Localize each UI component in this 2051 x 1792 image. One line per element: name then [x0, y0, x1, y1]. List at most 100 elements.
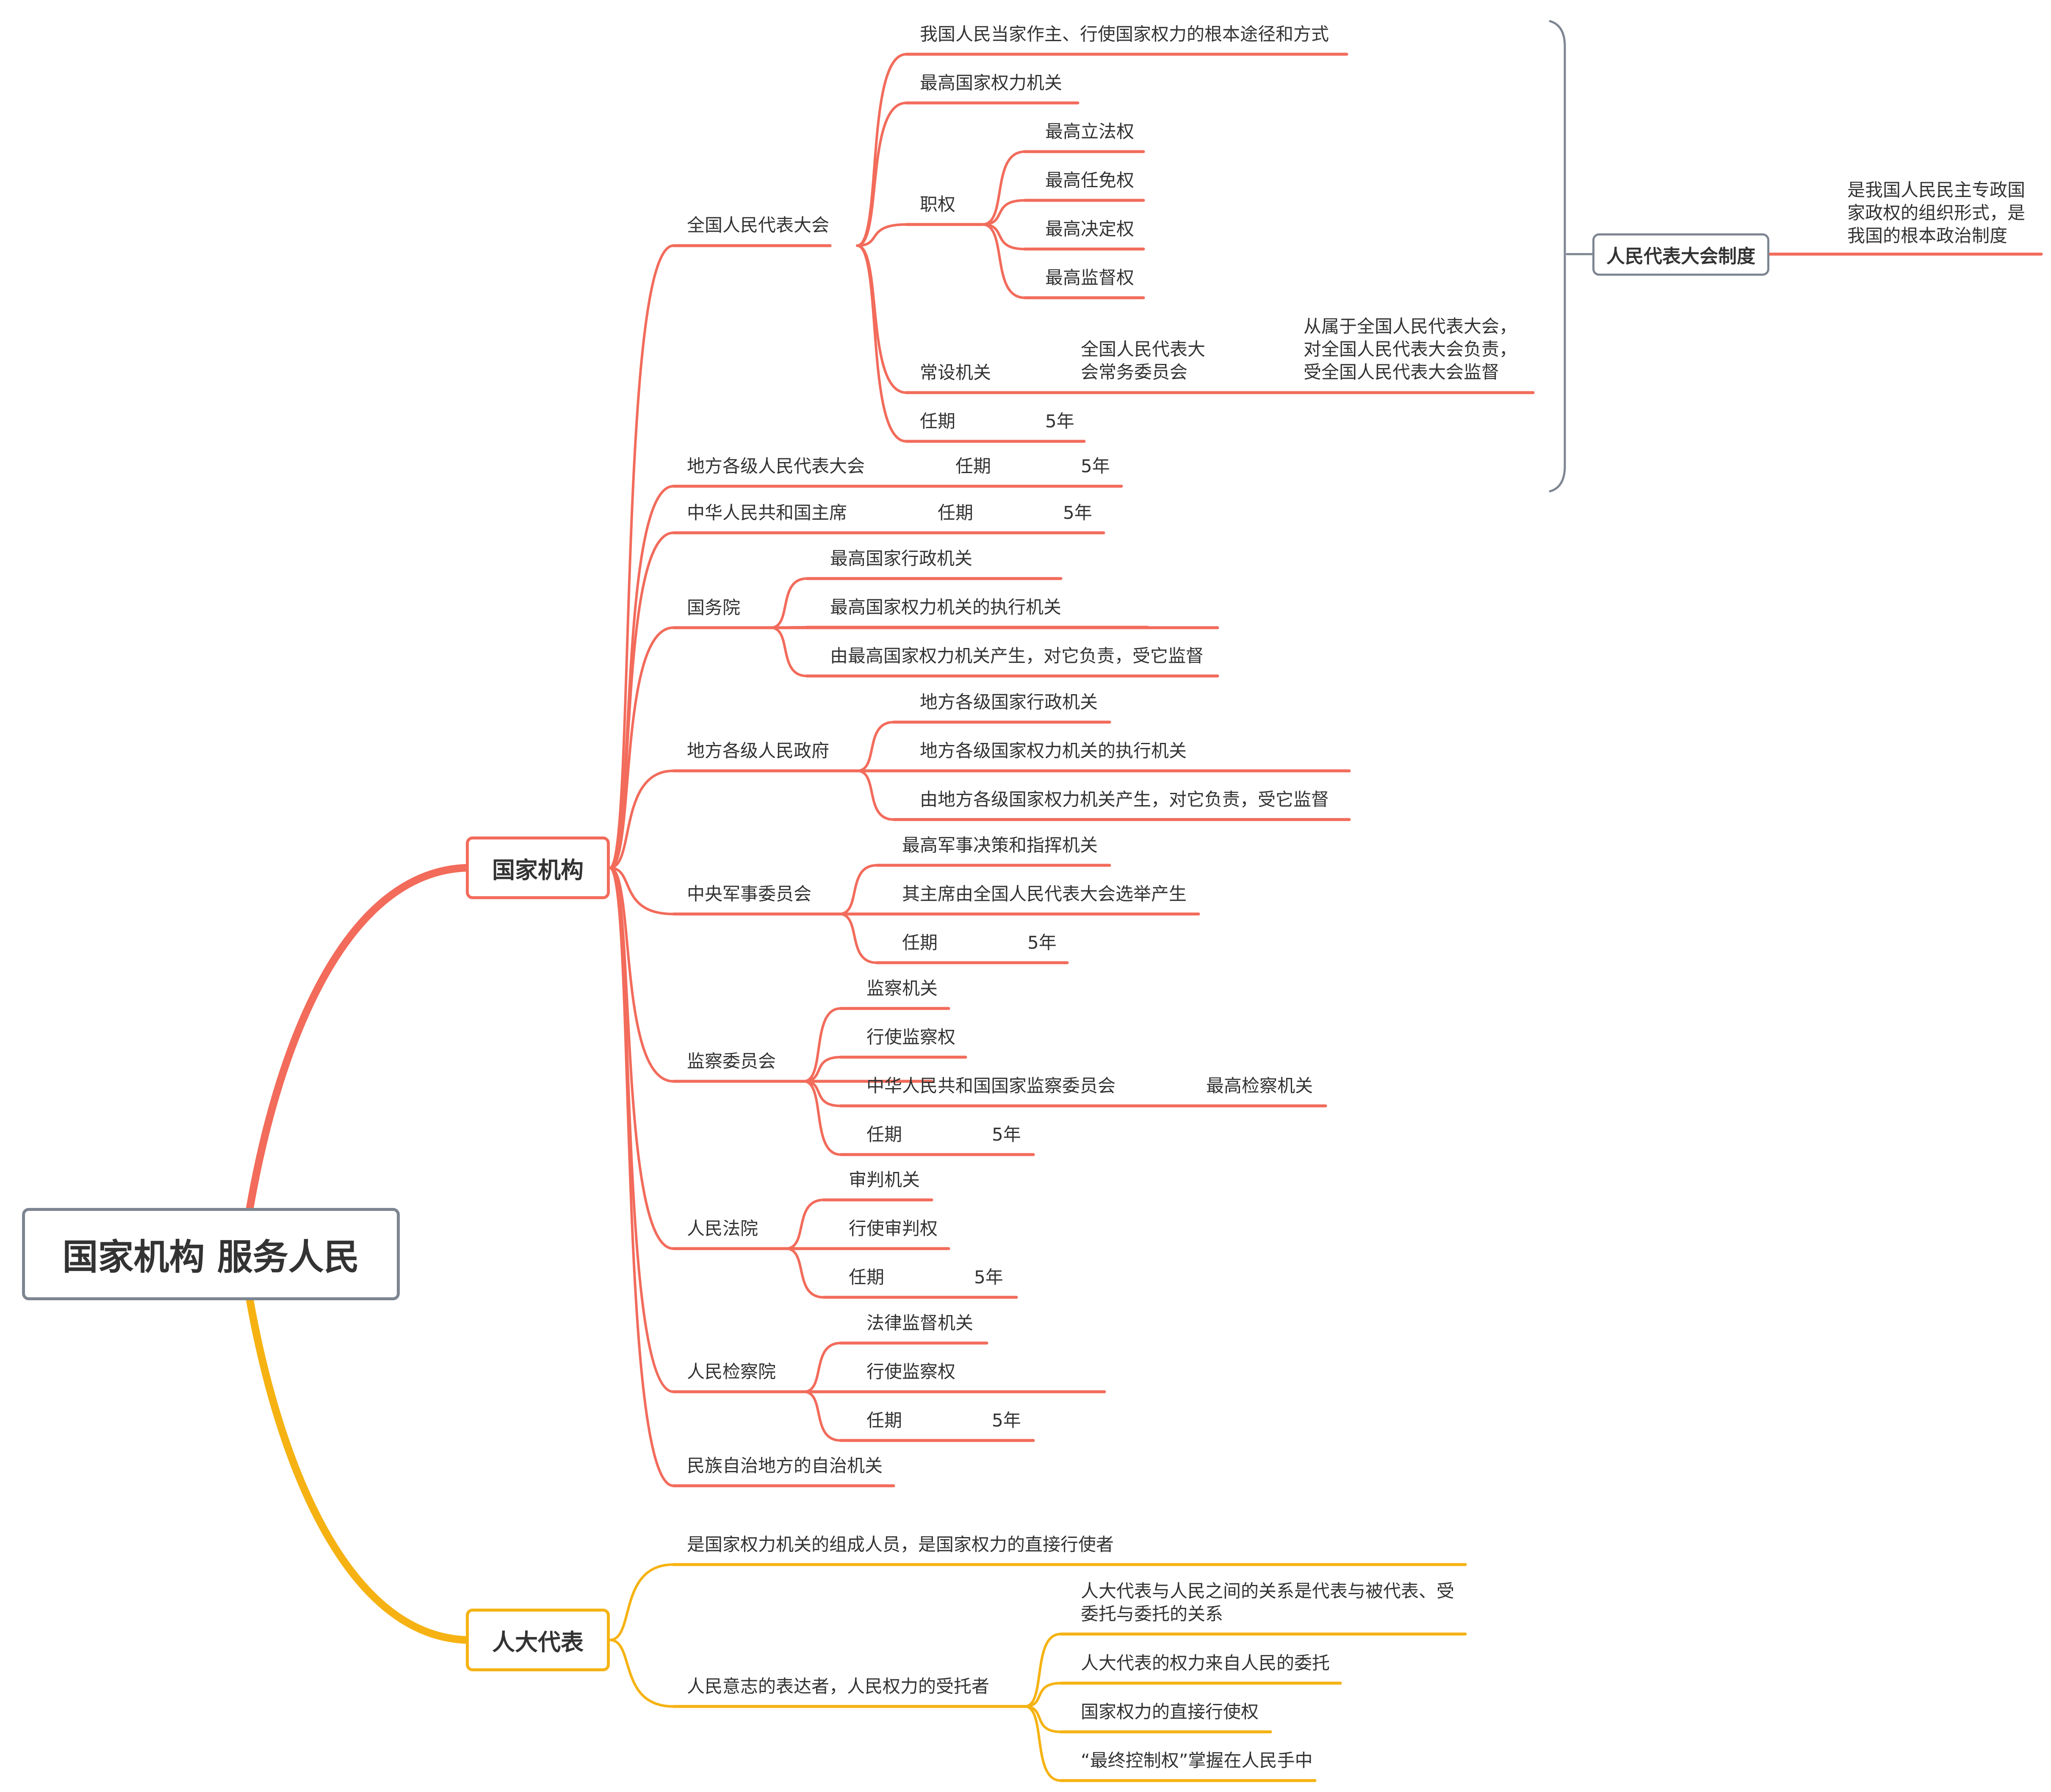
topic-deputies-sub-1-line-2[interactable]: 委托与委托的关系 [1081, 1604, 1223, 1624]
topic-president[interactable]: 中华人民共和国主席 [687, 502, 847, 523]
powers-child-connector-3 [981, 223, 1026, 299]
topic-local-npc-term-value[interactable]: 5年 [1081, 456, 1110, 476]
root-topic[interactable]: 国家机构 服务人民 [22, 1208, 400, 1300]
topic-system-desc-line-2[interactable]: 家政权的组织形式，是 [1847, 202, 2026, 223]
topic-npc-item-1[interactable]: 我国人民当家作主、行使国家权力的根本途径和方式 [920, 24, 1329, 44]
topic-power-supervision[interactable]: 最高监督权 [1045, 267, 1135, 288]
supervision-child-connector-0 [803, 1007, 842, 1083]
topic-power-appointment[interactable]: 最高任免权 [1045, 170, 1135, 191]
topic-court[interactable]: 人民法院 [687, 1218, 758, 1239]
topic-autonomous[interactable]: 民族自治地方的自治机关 [687, 1455, 883, 1476]
topic-cmc-term[interactable]: 任期 [902, 932, 938, 953]
deputies-sub-connector-0 [1024, 1633, 1062, 1708]
deputies-sub-connector-2 [1024, 1705, 1062, 1733]
topic-npc-item-2[interactable]: 最高国家权力机关 [920, 72, 1063, 93]
topic-deputies-sub-2[interactable]: 人大代表的权力来自人民的委托 [1081, 1653, 1330, 1673]
topic-local-npc-term[interactable]: 任期 [955, 456, 991, 476]
court-child-connector-0 [785, 1199, 825, 1250]
topic-procuratorate-term-value[interactable]: 5年 [992, 1410, 1021, 1431]
deputies-child-connector-0 [609, 1563, 675, 1641]
state-council-child-connector-1 [769, 626, 808, 629]
topic-cmc-item-1[interactable]: 最高军事决策和指挥机关 [902, 835, 1098, 856]
topic-npc-term-value[interactable]: 5年 [1045, 411, 1074, 432]
topic-standing-desc-line-1[interactable]: 从属于全国人民代表大会， [1304, 316, 1517, 337]
root-to-organs-connector [246, 864, 470, 1212]
npc-system-bracket [1549, 20, 1566, 493]
topic-deputies-sub-1-line-1[interactable]: 人大代表与人民之间的关系是代表与被代表、受 [1081, 1581, 1455, 1601]
topic-npc-powers[interactable]: 职权 [920, 194, 956, 215]
topic-procuratorate-item-2[interactable]: 行使监察权 [866, 1361, 956, 1382]
topic-state-council-item-2[interactable]: 最高国家权力机关的执行机关 [830, 597, 1062, 618]
topic-cmc[interactable]: 中央军事委员会 [687, 884, 812, 904]
topic-supervision[interactable]: 监察委员会 [687, 1051, 776, 1072]
topic-system-desc-line-1[interactable]: 是我国人民民主专政国 [1847, 180, 2026, 200]
topic-standing-desc-line-3[interactable]: 受全国人民代表大会监督 [1304, 362, 1500, 382]
local-gov-child-connector-2 [856, 770, 895, 821]
topic-deputies-item-2[interactable]: 人民意志的表达者，人民权力的受托者 [687, 1676, 990, 1697]
organs-child-connector-6 [609, 867, 675, 1083]
organs-child-connector-9 [609, 867, 675, 1487]
topic-cmc-item-2[interactable]: 其主席由全国人民代表大会选举产生 [902, 884, 1187, 904]
state-council-child-connector-2 [769, 626, 808, 677]
npc-child-connector-3 [856, 244, 908, 394]
topic-procuratorate-term[interactable]: 任期 [866, 1410, 902, 1431]
topic-supervision-term[interactable]: 任期 [866, 1124, 902, 1145]
topic-local-gov[interactable]: 地方各级人民政府 [687, 740, 830, 761]
topic-supervision-national[interactable]: 中华人民共和国国家监察委员会 [866, 1075, 1116, 1096]
topic-deputies-item-1[interactable]: 是国家权力机关的组成人员，是国家权力的直接行使者 [687, 1534, 1114, 1555]
topic-procuratorate-item-1[interactable]: 法律监督机关 [866, 1313, 974, 1333]
topic-president-term-value[interactable]: 5年 [1063, 502, 1092, 523]
npc-child-connector-0 [856, 53, 908, 247]
cmc-child-connector-0 [838, 864, 878, 915]
organs-child-connector-0 [609, 244, 675, 869]
powers-child-connector-2 [981, 223, 1026, 250]
supervision-child-connector-3 [803, 1080, 842, 1156]
procuratorate-child-connector-0 [803, 1342, 842, 1393]
topic-local-gov-item-2[interactable]: 地方各级国家权力机关的执行机关 [920, 740, 1187, 761]
topic-standing-name-line-2[interactable]: 会常务委员会 [1081, 362, 1188, 382]
topic-supervision-item-1[interactable]: 监察机关 [866, 978, 938, 999]
topic-court-item-2[interactable]: 行使审判权 [849, 1218, 938, 1239]
topic-court-item-1[interactable]: 审判机关 [849, 1169, 920, 1190]
topic-president-term[interactable]: 任期 [938, 502, 974, 523]
npc-child-connector-1 [856, 102, 908, 247]
topic-supervision-item-2[interactable]: 行使监察权 [866, 1027, 956, 1047]
branch-topic-deputies[interactable]: 人大代表 [466, 1609, 610, 1671]
deputies-child-connector-1 [609, 1639, 675, 1708]
topic-npc-system[interactable]: 人民代表大会制度 [1592, 233, 1769, 276]
court-child-connector-2 [785, 1247, 825, 1299]
deputies-sub-connector-1 [1024, 1682, 1062, 1708]
topic-court-term[interactable]: 任期 [849, 1267, 885, 1288]
topic-deputies-sub-3[interactable]: 国家权力的直接行使权 [1081, 1701, 1259, 1722]
state-council-child-connector-0 [769, 577, 808, 629]
topic-supervision-national-desc[interactable]: 最高检察机关 [1206, 1075, 1313, 1096]
topic-standing-name-line-1[interactable]: 全国人民代表大 [1081, 339, 1206, 360]
topic-court-term-value[interactable]: 5年 [974, 1267, 1003, 1288]
topic-standing-desc-line-2[interactable]: 对全国人民代表大会负责， [1304, 339, 1517, 360]
supervision-child-connector-2 [803, 1080, 842, 1107]
topic-state-council-item-1[interactable]: 最高国家行政机关 [830, 548, 973, 569]
topic-local-gov-item-1[interactable]: 地方各级国家行政机关 [920, 692, 1098, 712]
topic-npc-term[interactable]: 任期 [920, 411, 956, 432]
topic-npc[interactable]: 全国人民代表大会 [687, 215, 830, 235]
topic-state-council-item-3[interactable]: 由最高国家权力机关产生，对它负责，受它监督 [830, 645, 1204, 666]
topic-supervision-term-value[interactable]: 5年 [992, 1124, 1021, 1145]
organs-child-connector-8 [609, 867, 675, 1393]
topic-local-npc[interactable]: 地方各级人民代表大会 [687, 456, 865, 476]
topic-deputies-sub-4[interactable]: “最终控制权”掌握在人民手中 [1081, 1750, 1313, 1771]
topic-power-decision[interactable]: 最高决定权 [1045, 219, 1135, 239]
root-to-deputies-connector [246, 1296, 470, 1644]
topic-system-desc-line-3[interactable]: 我国的根本政治制度 [1847, 225, 2008, 246]
topic-state-council[interactable]: 国务院 [687, 597, 741, 618]
topic-local-gov-item-3[interactable]: 由地方各级国家权力机关产生，对它负责，受它监督 [920, 789, 1329, 810]
topic-npc-standing[interactable]: 常设机关 [920, 362, 991, 383]
powers-child-connector-0 [981, 150, 1026, 226]
npc-child-connector-2 [856, 223, 908, 247]
topic-procuratorate[interactable]: 人民检察院 [687, 1361, 776, 1382]
topic-cmc-term-value[interactable]: 5年 [1027, 932, 1057, 953]
cmc-child-connector-2 [838, 913, 878, 964]
branch-topic-state-organs[interactable]: 国家机构 [466, 836, 610, 899]
topic-power-legislative[interactable]: 最高立法权 [1045, 121, 1135, 142]
